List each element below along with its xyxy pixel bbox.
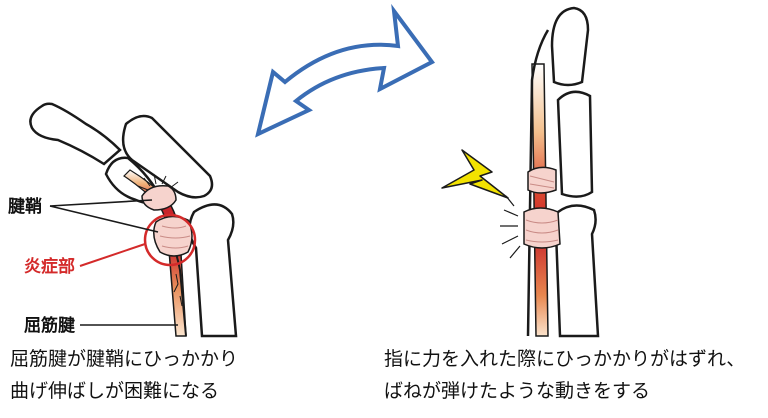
leader-line-inflamed (79, 243, 146, 267)
finger-outline-straight (526, 29, 550, 337)
caption-right: 指に力を入れた際にひっかかりがはずれ、 ばねが弾けたような動きをする (384, 343, 745, 407)
caption-left-line1: 屈筋腱が腱鞘にひっかかり (10, 348, 239, 370)
snap-burst-lines (500, 195, 521, 259)
caption-right-line1: 指に力を入れた際にひっかかりがはずれ、 (384, 348, 746, 370)
caption-right-line2: ばねが弾けたような動きをする (384, 380, 651, 402)
tendon-sheath-swollen-straight (523, 207, 561, 249)
caption-left-line2: 曲げ伸ばしが困難になる (10, 380, 220, 402)
flexor-tendon-straight (531, 63, 549, 337)
middle-phalanx-straight (556, 90, 594, 198)
caption-left: 屈筋腱が腱鞘にひっかかり 曲げ伸ばしが困難になる (10, 343, 238, 407)
proximal-phalanx-straight (553, 204, 600, 338)
label-inflamed-area: 炎症部 (24, 256, 75, 277)
leader-line-sheath-2 (49, 205, 159, 233)
lightning-bolt-icon (441, 149, 509, 199)
bent-finger-illustration: 腱鞘 炎症部 屈筋腱 (8, 102, 238, 338)
straight-finger-illustration (441, 6, 600, 338)
distal-phalanx-straight (550, 6, 590, 87)
inflammation-circle (143, 213, 197, 267)
label-tendon-sheath: 腱鞘 (8, 196, 42, 217)
label-flexor-tendon: 屈筋腱 (24, 315, 76, 336)
proximal-bone-long (188, 203, 238, 338)
bidirectional-arrow-icon (255, 3, 436, 138)
middle-phalanx-bent (121, 114, 214, 199)
leader-line-sheath-1 (49, 199, 153, 207)
distal-phalanx-bent (29, 102, 122, 166)
tendon-sheath-upper-straight (527, 166, 557, 194)
tendon-sheath-upper (137, 173, 179, 211)
friction-marks (173, 273, 183, 307)
